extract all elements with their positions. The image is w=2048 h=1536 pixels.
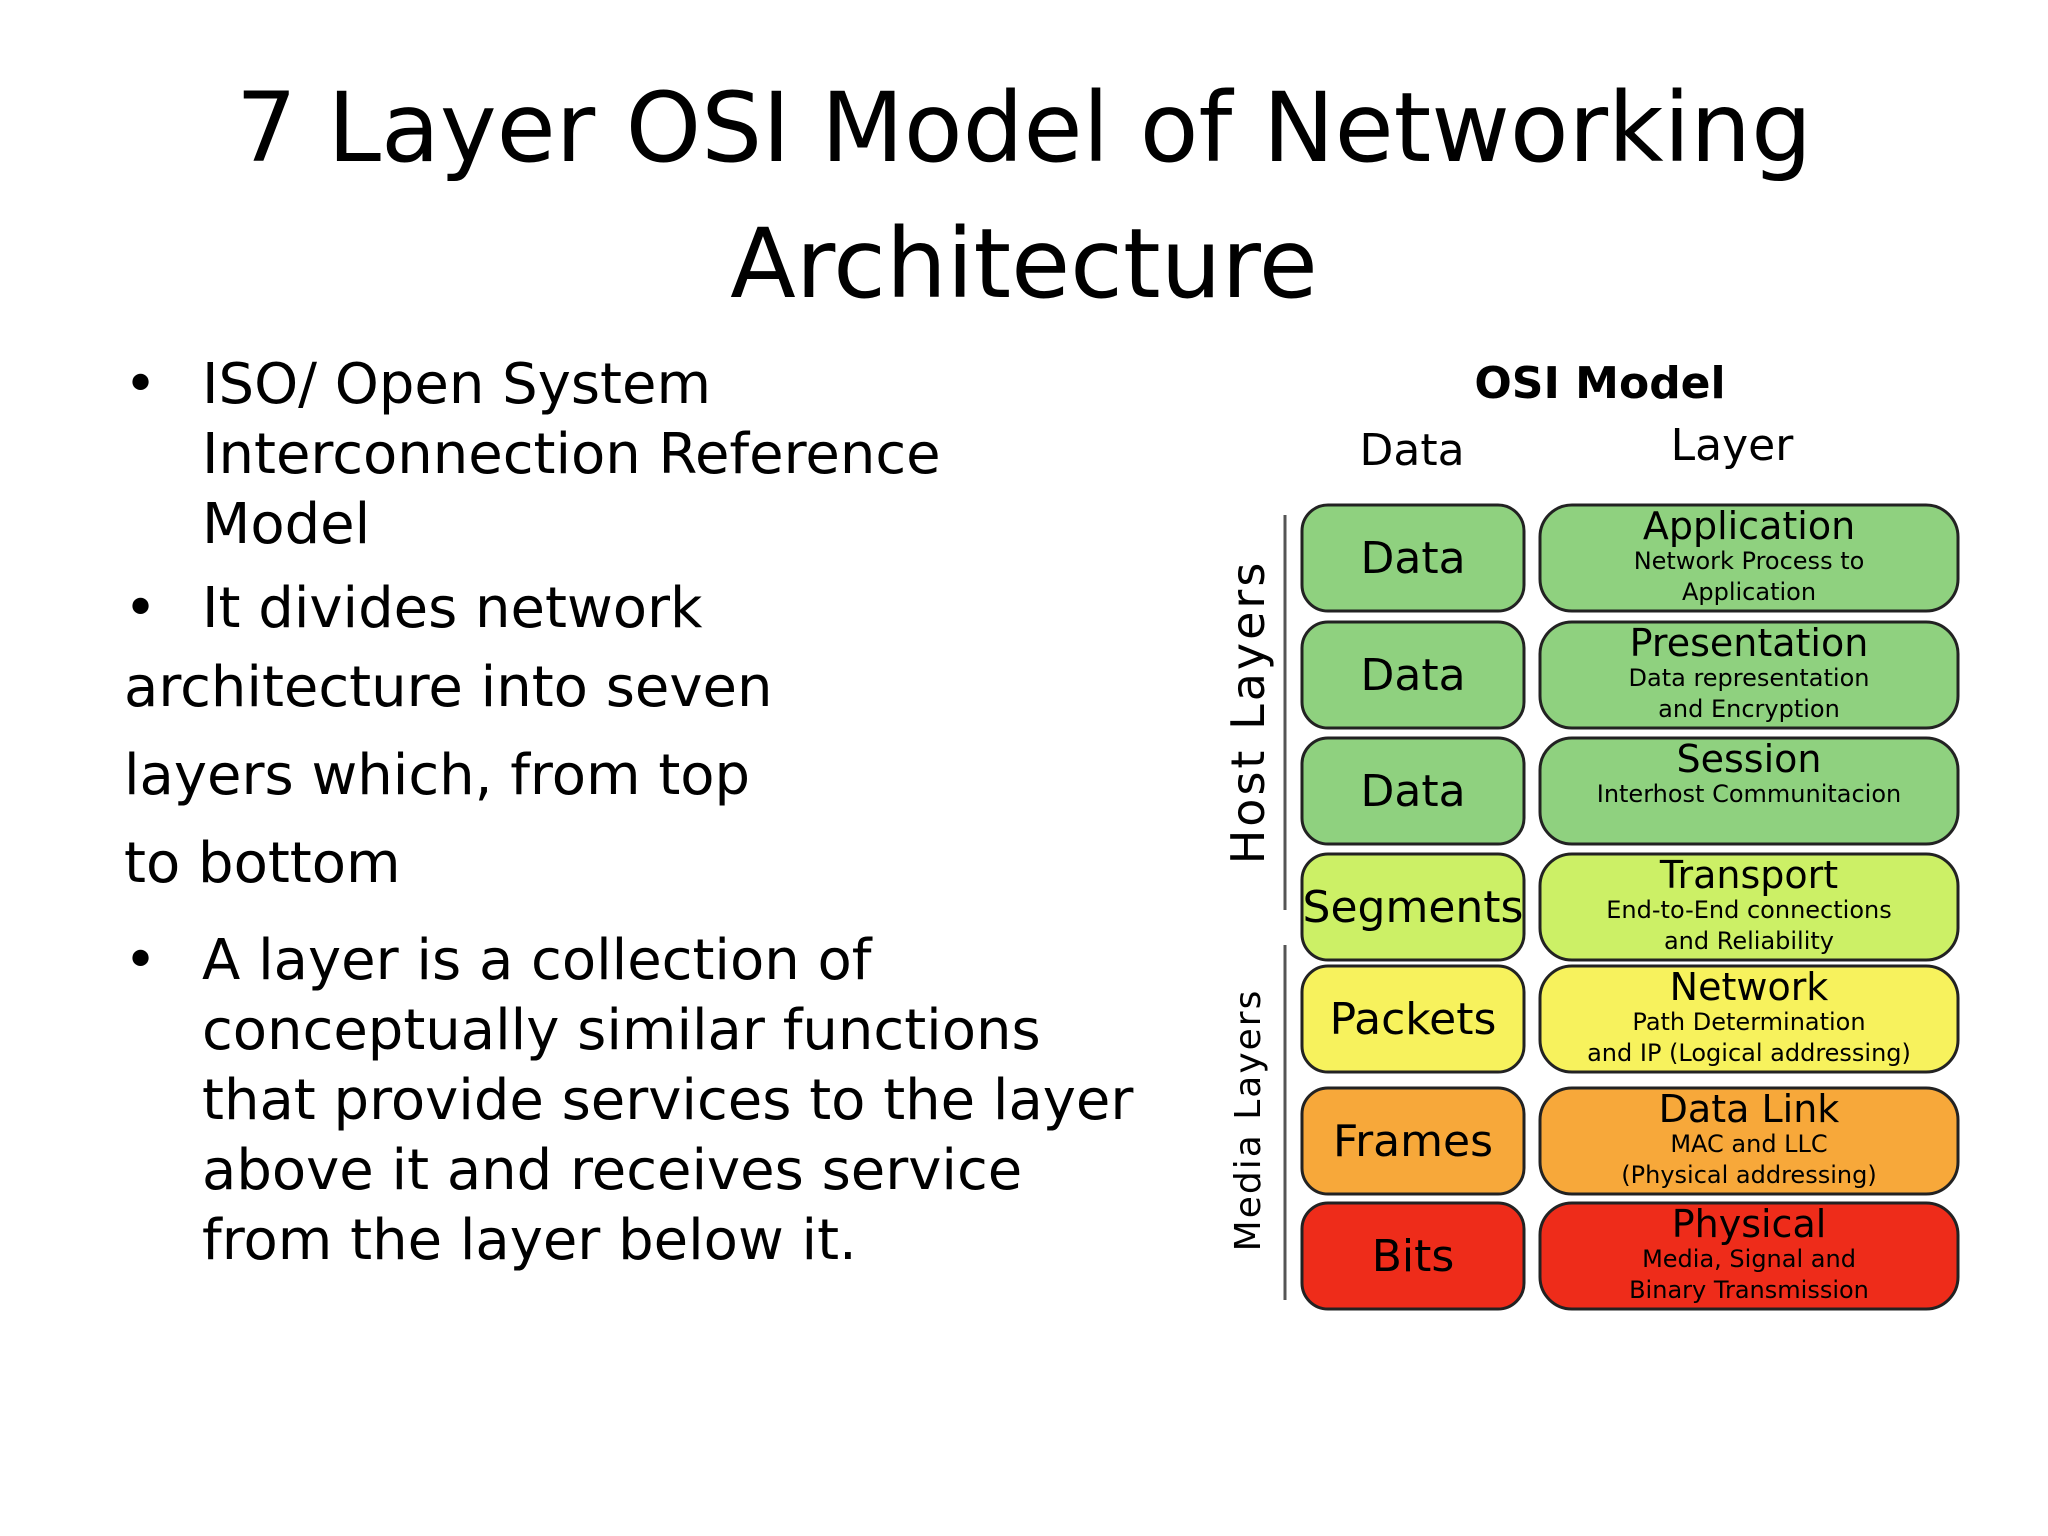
layer-box <box>1538 1201 1960 1311</box>
layer-name: Physical <box>1672 1202 1827 1246</box>
layer-description: Application <box>1682 578 1816 606</box>
layer-description: Media, Signal and <box>1642 1245 1856 1273</box>
layer-box <box>1538 852 1960 962</box>
layer-description: End-to-End connections <box>1606 896 1891 924</box>
data-unit-box <box>1300 1086 1526 1196</box>
data-column-header: Data <box>1359 425 1464 476</box>
data-unit-box <box>1300 852 1526 962</box>
bullet-line: conceptually similar functions <box>202 998 1041 1063</box>
data-unit-box <box>1300 1201 1526 1311</box>
data-unit-box <box>1300 736 1526 846</box>
layer-name: Network <box>1670 965 1829 1009</box>
bullet-marker: • <box>124 928 158 993</box>
bullet-list: • ISO/ Open System Interconnection Refer… <box>124 350 1184 1276</box>
bullet-line: It divides network <box>202 576 703 641</box>
data-unit-label: Frames <box>1333 1116 1493 1167</box>
layer-description: and Encryption <box>1658 695 1840 723</box>
bullet-line: ISO/ Open System <box>202 352 712 417</box>
osi-diagram-svg: OSI Model Data Layer Host Layers Media L… <box>1221 360 1960 1311</box>
bullet-line: Interconnection Reference <box>202 422 941 487</box>
title-line-1: 7 Layer OSI Model of Networking <box>235 72 1813 184</box>
host-layers-label: Host Layers <box>1221 560 1275 865</box>
layer-box <box>1538 503 1960 613</box>
layer-name: Session <box>1677 737 1822 781</box>
layer-description: and IP (Logical addressing) <box>1587 1039 1911 1067</box>
layer-description: (Physical addressing) <box>1621 1161 1876 1189</box>
bullet-line: A layer is a collection of <box>202 928 872 993</box>
bullet-item: • It divides network <box>124 574 1184 644</box>
bullet-line: from the layer below it. <box>202 1208 857 1273</box>
layer-description: Path Determination <box>1632 1008 1865 1036</box>
layer-box <box>1538 620 1960 730</box>
layer-description: Network Process to <box>1634 547 1865 575</box>
bullet-marker: • <box>124 352 158 417</box>
data-unit-label: Data <box>1360 766 1465 817</box>
bullet-item: • ISO/ Open System Interconnection Refer… <box>124 350 1184 560</box>
media-layers-label: Media Layers <box>1228 989 1269 1252</box>
bullet-line: that provide services to the layer <box>202 1068 1134 1133</box>
layer-description: MAC and LLC <box>1670 1130 1827 1158</box>
layer-box <box>1538 1086 1960 1196</box>
data-unit-box <box>1300 964 1526 1074</box>
layer-box <box>1538 736 1960 846</box>
bullet-line: Model <box>202 492 371 557</box>
bullet-marker: • <box>124 576 158 641</box>
layer-description: Binary Transmission <box>1629 1276 1869 1304</box>
layer-name: Transport <box>1659 853 1838 897</box>
layer-name: Data Link <box>1659 1087 1840 1131</box>
layer-description: and Reliability <box>1664 927 1834 955</box>
data-unit-box <box>1300 503 1526 613</box>
continuation-line: architecture into seven <box>124 655 773 720</box>
layer-name: Presentation <box>1630 621 1869 665</box>
layer-description: Data representation <box>1629 664 1870 692</box>
layer-box <box>1538 964 1960 1074</box>
data-unit-label: Data <box>1360 650 1465 701</box>
slide-title: 7 Layer OSI Model of Networking Architec… <box>0 60 2048 332</box>
data-unit-label: Bits <box>1372 1231 1455 1282</box>
continuation-line: layers which, from top <box>124 743 751 808</box>
data-unit-box <box>1300 620 1526 730</box>
osi-model-diagram: OSI Model Data Layer Host Layers Media L… <box>1220 360 2020 1320</box>
continuation-line: to bottom <box>124 831 401 896</box>
diagram-title: OSI Model <box>1474 360 1725 409</box>
bullet-item: • A layer is a collection of conceptuall… <box>124 926 1184 1276</box>
layer-name: Application <box>1643 504 1855 548</box>
bullet-line: above it and receives service <box>202 1138 1023 1203</box>
data-unit-label: Packets <box>1330 994 1497 1045</box>
title-line-2: Architecture <box>730 208 1318 320</box>
layer-column-header: Layer <box>1671 420 1795 471</box>
layer-description: Interhost Communitacion <box>1597 780 1902 808</box>
data-unit-label: Segments <box>1303 882 1524 933</box>
data-unit-label: Data <box>1360 533 1465 584</box>
